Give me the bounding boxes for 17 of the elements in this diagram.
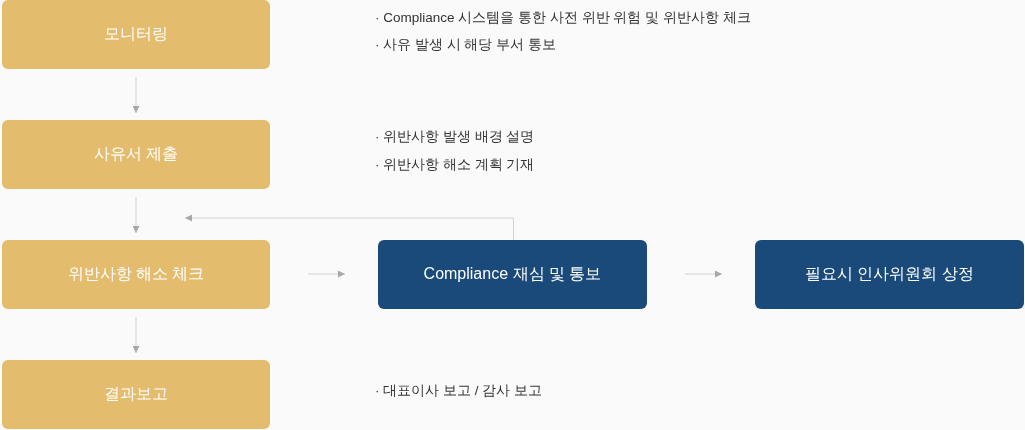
bullet-note: · 대표이사 보고 / 감사 보고 [375,383,542,399]
review-box: 필요시 인사위원회 상정 [755,240,1024,309]
bullet-note: · 사유 발생 시 해당 부서 통보 [375,37,556,53]
step-box: 사유서 제출 [2,120,270,189]
arrow [684,270,723,278]
arrow [132,316,140,354]
review-box: Compliance 재심 및 통보 [378,240,647,309]
step-box: 결과보고 [2,360,270,429]
arrow [184,214,514,241]
bullet-note: · 위반사항 발생 배경 설명 [375,129,535,145]
bullet-note: · 위반사항 해소 계획 기재 [375,157,535,173]
arrow [132,76,140,114]
step-box: 모니터링 [2,0,270,69]
step-box: 위반사항 해소 체크 [2,240,270,309]
bullet-note: · Compliance 시스템을 통한 사전 위반 위험 및 위반사항 체크 [375,10,751,26]
arrow [132,196,140,234]
arrow [307,270,346,278]
